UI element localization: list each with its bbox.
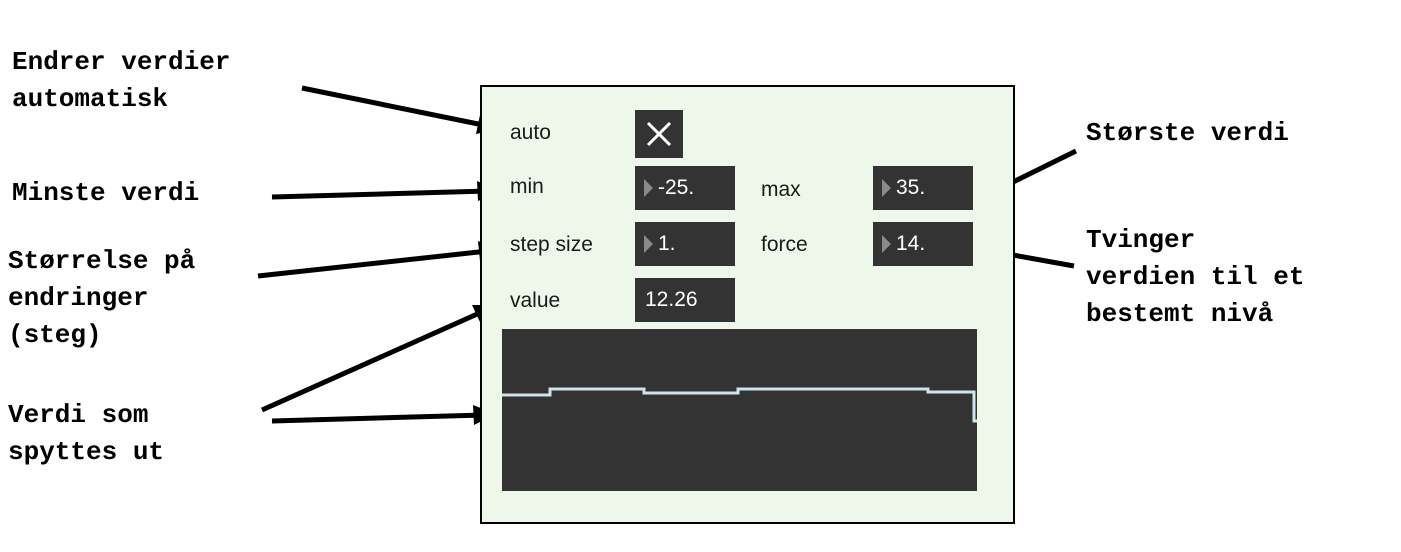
step-size-number-box[interactable]: 1. bbox=[635, 222, 735, 266]
value-scope bbox=[502, 329, 977, 491]
arrow-value-lower bbox=[271, 412, 485, 424]
arrow-min bbox=[271, 188, 489, 200]
step-size-label: step size bbox=[510, 233, 593, 256]
arrow-auto bbox=[301, 85, 489, 129]
annotation-min: Minste verdi bbox=[12, 178, 200, 208]
min-label: min bbox=[510, 175, 544, 198]
annotation-value: Verdi som spyttes ut bbox=[8, 400, 165, 467]
triangle-icon bbox=[882, 235, 891, 253]
max-label: max bbox=[761, 178, 801, 201]
force-value: 14. bbox=[896, 232, 926, 255]
arrow-max bbox=[1003, 148, 1078, 189]
min-value: -25. bbox=[658, 176, 695, 199]
max-value: 35. bbox=[896, 176, 926, 199]
triangle-icon bbox=[644, 179, 653, 197]
value-output: 12.26 bbox=[645, 288, 698, 311]
value-trace bbox=[502, 387, 977, 423]
step-size-value: 1. bbox=[658, 232, 676, 255]
force-label: force bbox=[761, 233, 808, 256]
auto-toggle[interactable] bbox=[635, 110, 683, 158]
triangle-icon bbox=[882, 179, 891, 197]
max-number-box[interactable]: 35. bbox=[873, 166, 973, 210]
annotation-force: Tvinger verdien til et bestemt nivå bbox=[1086, 225, 1305, 329]
force-number-box[interactable]: 14. bbox=[873, 222, 973, 266]
value-output-box: 12.26 bbox=[635, 278, 735, 322]
value-label: value bbox=[510, 289, 561, 312]
annotation-auto: Endrer verdier automatisk bbox=[12, 47, 231, 114]
arrow-step bbox=[257, 248, 489, 279]
annotation-step: Størrelse på endringer (steg) bbox=[8, 246, 196, 350]
auto-label: auto bbox=[510, 121, 551, 144]
triangle-icon bbox=[644, 235, 653, 253]
annotation-max: Største verdi bbox=[1086, 118, 1289, 148]
min-number-box[interactable]: -25. bbox=[635, 166, 735, 210]
patcher-panel: auto min -25. max 35. step size 1. force… bbox=[480, 85, 1015, 524]
x-icon bbox=[646, 121, 672, 147]
arrow-value-upper bbox=[260, 308, 486, 413]
